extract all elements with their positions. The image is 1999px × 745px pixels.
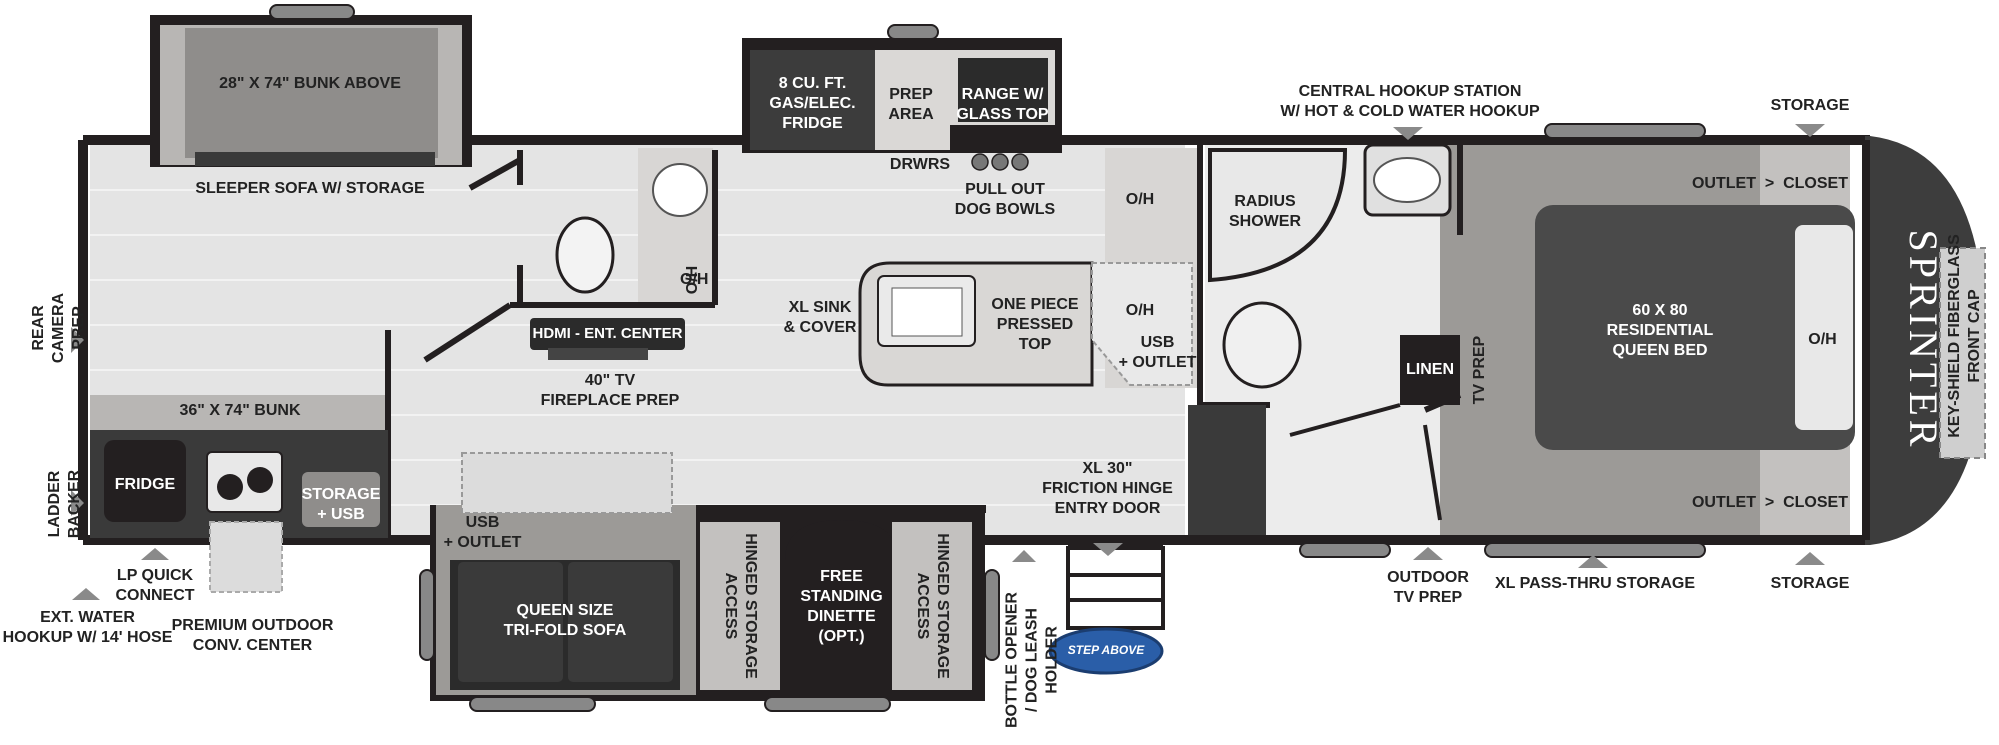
oh-bed-label: O/H [1808,331,1837,348]
usb-outlet-sofa-label: USB + OUTLET [443,514,522,551]
toilet-rear [555,216,615,294]
drwrs-label: DRWRS [889,156,951,173]
oh-upper-label: O/H [1125,191,1155,208]
storage-usb-label: STORAGE + USB [301,486,381,523]
linen-cabinet [1400,335,1460,405]
step-above-badge [1048,627,1164,675]
hdmi-label: HDMI - ENT. CENTER [532,325,683,342]
central-hookup-label: CENTRAL HOOKUP STATION W/ HOT & COLD WAT… [1280,83,1540,120]
ent-center [530,318,685,350]
entry-steps [1066,546,1165,630]
pressed-top-label: ONE PIECE PRESSED TOP [991,296,1079,353]
outdoor-conv-label: PREMIUM OUTDOOR CONV. CENTER [171,617,334,654]
hinged-right-label: HINGED STORAGE ACCESS [914,533,951,679]
rear-camera-label: REAR CAMERA PREP [30,292,87,364]
bottle-opener-label: BOTTLE OPENER / DOG LEASH HOLDER [1003,592,1061,729]
ext-water-label: EXT. WATER HOOKUP W/ 14' HOSE [2,609,173,646]
outdoor-conv [209,521,283,593]
oh-mid-label: O/H [1125,302,1155,319]
bunk-36-label: 36" X 74" BUNK [179,402,301,419]
storage-top-label: STORAGE [1770,97,1850,114]
toilet-bath [1222,301,1302,389]
step-badge-label: STEP ABOVE [1067,643,1145,657]
hinged-left-label: HINGED STORAGE ACCESS [722,533,759,679]
pass-thru-label: XL PASS-THRU STORAGE [1494,575,1696,592]
ladder-backer-label: LADDER BACKER [46,469,83,539]
outlet-closet-bottom-label: OUTLET > CLOSET [1691,494,1848,511]
xl-sink-label: XL SINK & COVER [783,299,857,336]
dinette-bench-left [700,522,780,690]
queen-bed-label: 60 X 80 RESIDENTIAL QUEEN BED [1606,302,1714,359]
bunk-above-label: 28" X 74" BUNK ABOVE [219,75,401,92]
radius-shower-label: RADIUS SHOWER [1229,193,1301,230]
dinette-bench-right [892,522,972,690]
bath-door-wall [1188,405,1266,535]
outdoor-tv-label: OUTDOOR TV PREP [1387,569,1469,606]
storage-bottom-label: STORAGE [1770,575,1850,592]
tv-prep-label: TV PREP [1471,335,1488,405]
marker-arrows [71,124,1825,600]
fridge-small [104,440,186,522]
dog-bowls [971,153,1029,171]
front-cap-glass [1939,247,1986,459]
dinette-table [785,520,898,690]
fridge-8cu-label: 8 CU. FT. GAS/ELEC. FRIDGE [769,75,856,132]
range-label: RANGE W/ GLASS TOP [956,86,1049,123]
fridge-small-label: FRIDGE [114,476,176,493]
dog-bowls-label: PULL OUT DOG BOWLS [954,181,1056,218]
tv-fireplace-label: 40" TV FIREPLACE PREP [540,372,680,409]
bunk-36 [90,395,385,430]
linen-label: LINEN [1406,361,1454,378]
lp-quick-label: LP QUICK CONNECT [115,567,195,604]
oh-bath-vertical: O/H [684,265,701,295]
queen-sofa-label: QUEEN SIZE TRI-FOLD SOFA [503,602,627,639]
radius-shower [1208,148,1348,283]
usb-outlet-island-label: USB + OUTLET [1118,334,1197,371]
usb-outlet-box [461,452,673,514]
queen-bed [1535,205,1855,450]
prep-area-label: PREP AREA [888,86,934,123]
dinette-label: FREE STANDING DINETTE (OPT.) [800,568,883,645]
outlet-closet-top-label: OUTLET > CLOSET [1691,175,1848,192]
entry-door-label: XL 30" FRICTION HINGE ENTRY DOOR [1042,460,1173,517]
storage-usb-box [302,472,380,527]
sleeper-sofa-label: SLEEPER SOFA W/ STORAGE [195,180,425,197]
front-cap-label: KEY-SHIELD FIBERGLASS FRONT CAP [1946,234,1983,438]
brand-logo: SPRINTER [1901,229,1946,451]
